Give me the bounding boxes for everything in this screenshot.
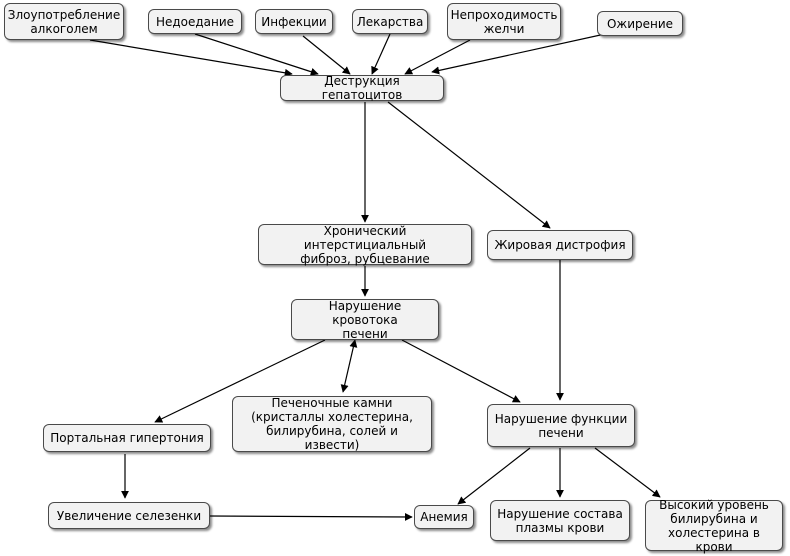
node-bilirubin: Высокий уровень билирубина и холестерина… xyxy=(645,498,783,554)
node-spleen: Увеличение селезенки xyxy=(48,502,210,529)
edge-obesity-destruction xyxy=(431,33,606,75)
node-plasma: Нарушение состава плазмы крови xyxy=(490,500,630,541)
node-destruction: Деструкция гепатоцитов xyxy=(280,74,444,102)
node-bloodflow: Нарушение кровотока печени xyxy=(291,299,439,341)
node-malnutrition: Недоедание xyxy=(148,9,242,34)
edge-infections-destruction xyxy=(302,35,351,75)
node-portal: Портальная гипертония xyxy=(43,424,211,452)
node-bile: Непроходимость желчи xyxy=(447,3,561,40)
node-function: Нарушение функции печени xyxy=(487,404,635,447)
node-infections: Инфекции xyxy=(255,9,333,34)
node-fatty: Жировая дистрофия xyxy=(487,230,633,260)
node-fibrosis: Хронический интерстициальный фиброз, руб… xyxy=(258,224,472,266)
edge-bloodflow-portal xyxy=(154,339,326,423)
edge-destruction-fatty xyxy=(387,101,551,229)
edge-bloodflow-stones xyxy=(340,339,358,393)
edge-malnutrition-destruction xyxy=(194,33,319,76)
node-stones: Печеночные камни (кристаллы холестерина,… xyxy=(232,396,432,452)
edge-drugs-destruction xyxy=(371,33,391,75)
edge-alcohol-destruction xyxy=(89,39,293,77)
node-anemia: Анемия xyxy=(414,505,474,529)
edge-function-anemia xyxy=(457,447,531,505)
edge-spleen-anemia xyxy=(209,512,413,521)
edge-bloodflow-function xyxy=(401,339,521,403)
node-drugs: Лекарства xyxy=(352,9,428,34)
node-obesity: Ожирение xyxy=(597,11,683,36)
edge-bile-destruction xyxy=(404,39,471,75)
node-alcohol: Злоупотребление алкоголем xyxy=(4,3,124,40)
edge-function-bilirubin xyxy=(594,447,661,498)
